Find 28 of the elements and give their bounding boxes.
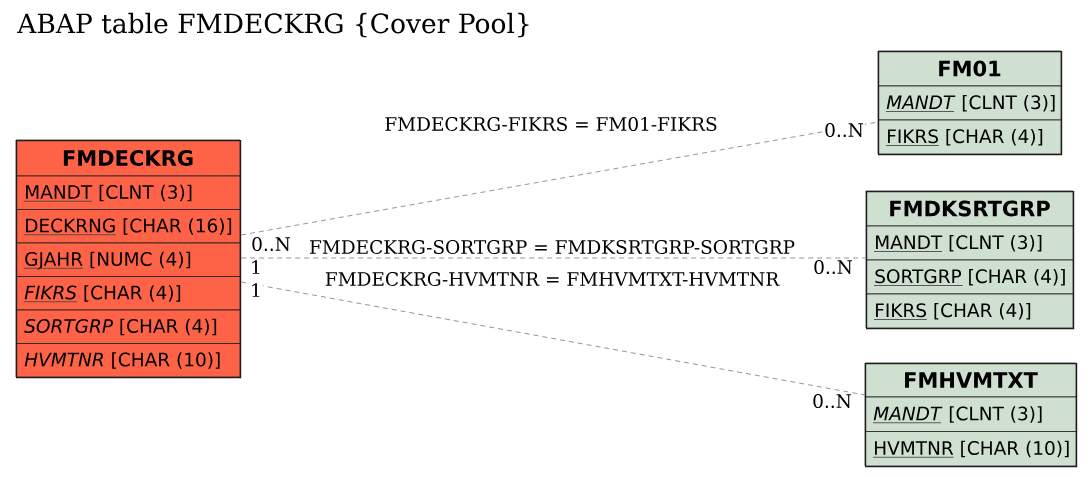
edge-label: FMDECKRG-FIKRS = FM01-FIKRS: [382, 115, 720, 133]
connector-line: [240, 121, 879, 236]
table-row: HVMTNR [CHAR (10)]: [15, 343, 241, 378]
table-row: SORTGRP [CHAR (4)]: [15, 309, 241, 344]
table-row: FIKRS [CHAR (4)]: [15, 276, 241, 311]
cardinality-label: 0..N: [812, 259, 854, 275]
edge-label: FMDECKRG-HVMTNR = FMHVMTXT-HVMTNR: [323, 270, 781, 288]
table-row: HVMTNR [CHAR (10)]: [864, 431, 1077, 467]
table-row: MANDT [CLNT (3)]: [15, 175, 241, 210]
cardinality-label: 0..N: [250, 236, 292, 252]
connector-line: [240, 281, 866, 396]
title: ABAP table FMDECKRG {Cover Pool}: [17, 12, 529, 38]
connector-line: [240, 257, 867, 259]
table-row: MANDT [CLNT (3)]: [865, 225, 1074, 261]
cardinality-label: 1: [249, 259, 263, 275]
table-row: MANDT [CLNT (3)]: [864, 396, 1077, 432]
table-row: FIKRS [CHAR (4)]: [877, 119, 1062, 155]
table-row: FIKRS [CHAR (4)]: [865, 293, 1074, 329]
cardinality-label: 0..N: [823, 122, 865, 138]
table-row: GJAHR [NUMC (4)]: [15, 242, 241, 277]
table-row: SORTGRP [CHAR (4)]: [865, 259, 1074, 295]
table-row: MANDT [CLNT (3)]: [877, 85, 1062, 121]
table-header: FMHVMTXT: [864, 362, 1077, 398]
table-header: FMDECKRG: [15, 139, 241, 177]
edge-label: FMDECKRG-SORTGRP = FMDKSRTGRP-SORTGRP: [307, 238, 797, 256]
cardinality-label: 1: [249, 282, 263, 298]
cardinality-label: 0..N: [811, 393, 853, 409]
table-row: DECKRNG [CHAR (16)]: [15, 209, 241, 244]
